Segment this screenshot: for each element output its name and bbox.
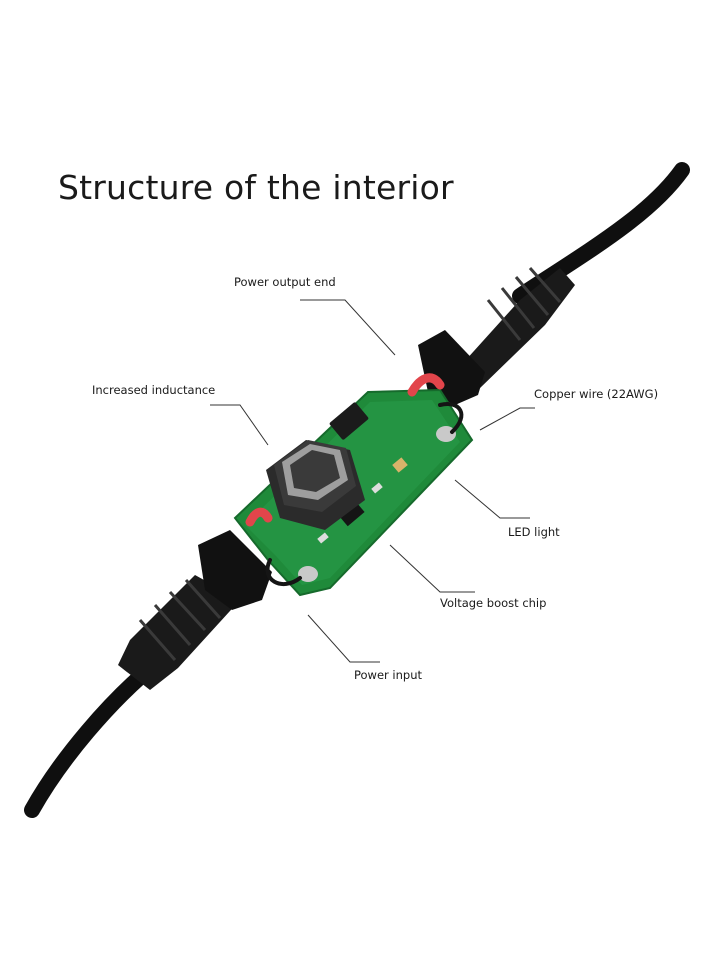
output-red-wire — [407, 373, 445, 397]
inductor-coil — [266, 440, 365, 530]
label-voltage-boost-chip: Voltage boost chip — [440, 596, 547, 610]
output-strain-relief — [455, 267, 575, 390]
label-increased-inductance: Increased inductance — [92, 383, 216, 397]
callout-line-copper-wire — [479, 407, 535, 431]
output-cable — [512, 162, 690, 304]
label-copper-wire: Copper wire (22AWG) — [534, 387, 659, 401]
label-power-output-end: Power output end — [234, 275, 336, 289]
input-black-wire — [265, 558, 302, 586]
callout-line-led-light — [454, 479, 530, 519]
callout-line-increased-inductance — [210, 404, 269, 446]
input-plug-flange — [198, 530, 272, 610]
label-led-light: LED light — [508, 525, 560, 539]
page-title: Structure of the interior — [58, 168, 454, 207]
input-strain-relief — [118, 575, 240, 690]
label-power-input: Power input — [354, 668, 423, 682]
output-black-wire — [438, 402, 464, 434]
output-plug-flange — [418, 330, 485, 405]
callout-line-voltage-boost-chip — [389, 544, 475, 593]
callout-line-power-input — [307, 614, 380, 663]
callout-lines — [210, 299, 535, 663]
callout-line-power-output-end — [300, 299, 396, 356]
input-red-wire — [245, 507, 273, 527]
